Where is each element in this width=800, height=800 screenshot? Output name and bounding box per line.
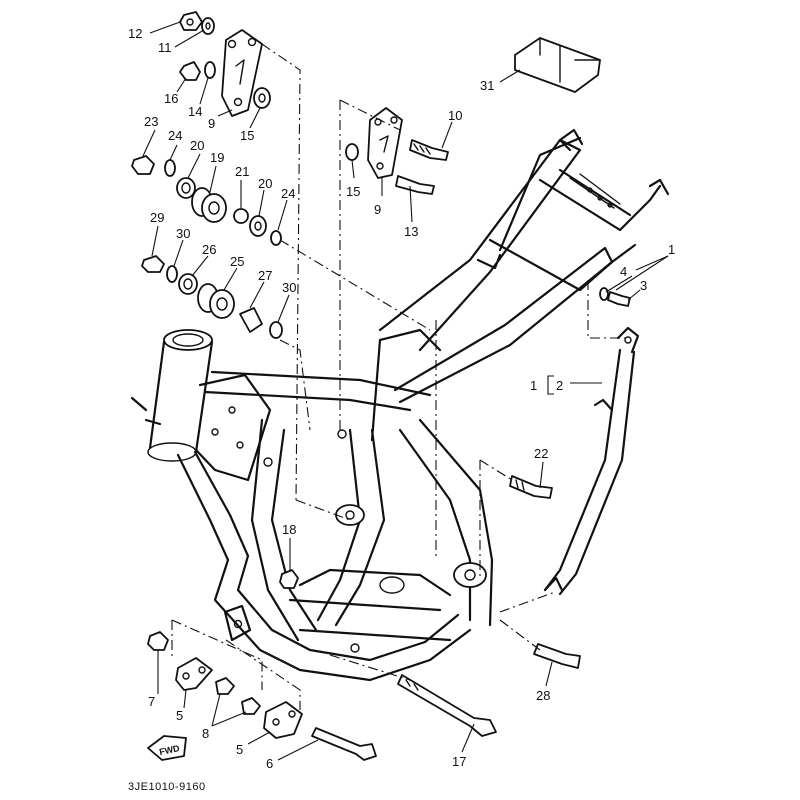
washer-15-right [345,143,359,161]
callout-1-lower: 1 [530,378,537,393]
callout-12: 12 [128,26,142,41]
callout-24-left: 24 [168,128,182,143]
washer-30-right [269,321,283,339]
callout-22: 22 [534,446,548,461]
bolt-22 [509,475,553,499]
callout-2: 2 [556,378,563,393]
callout-30-right: 30 [282,280,296,295]
callout-9-right: 9 [374,202,381,217]
callout-11: 11 [158,40,172,55]
callout-30-left: 30 [176,226,190,241]
callout-1-upper: 1 [668,242,675,257]
callout-25: 25 [230,254,244,269]
nut-12 [179,11,203,31]
callout-4: 4 [620,264,627,279]
mount-bracket-5-upper [175,657,213,691]
collar-21 [233,208,249,224]
collar-26 [178,273,198,295]
callout-3: 3 [640,278,647,293]
steering-head-bottom [147,442,197,462]
bolt-17 [397,674,497,737]
callout-28: 28 [536,688,550,703]
damper-25 [209,289,235,319]
bolt-8-upper [215,677,235,695]
washer-30-left [166,265,178,283]
nut-7 [147,631,169,651]
callout-16: 16 [164,91,178,106]
nut-23 [131,155,155,175]
callout-8: 8 [202,726,209,741]
callout-5-upper: 5 [176,708,183,723]
callout-15-left: 15 [240,128,254,143]
holder-part [514,37,601,93]
callout-29: 29 [150,210,164,225]
callout-17: 17 [452,754,466,769]
callout-20-left: 20 [190,138,204,153]
washer-15-left [253,87,271,109]
callout-15-right: 15 [346,184,360,199]
assembly-lines [171,43,628,710]
bolt-3 [607,291,631,307]
pivot-boss-right [453,562,487,588]
callout-20-right: 20 [258,176,272,191]
bolt-6 [311,727,377,761]
collar-20-left [176,177,196,199]
washer-14 [204,61,216,79]
forward-arrow-icon: FWD [147,735,187,761]
callout-13: 13 [404,224,418,239]
bolt-8-lower [241,697,261,715]
washer-24-right [270,230,282,246]
engine-bracket-left [221,29,263,117]
callout-19: 19 [210,150,224,165]
drawing-code: 3JE1010-9160 [128,781,206,793]
callout-9-left: 9 [208,116,215,131]
damper-19 [201,193,227,223]
washer-4 [599,287,609,301]
collar-27 [239,307,263,333]
rear-subframe-part [543,326,640,596]
callout-23: 23 [144,114,158,129]
callout-7: 7 [148,694,155,709]
callout-5-lower: 5 [236,742,243,757]
bolt-13 [395,175,435,195]
callout-24-right: 24 [281,186,295,201]
callout-14: 14 [188,104,202,119]
steering-head-top [163,329,213,351]
callout-27: 27 [258,268,272,283]
hardware-stack [131,11,609,739]
pivot-boss-left [335,504,365,526]
nut-16 [179,61,201,81]
callout-18: 18 [282,522,296,537]
fwd-label: FWD [158,743,181,757]
washer-24-left [164,159,176,177]
nut-18 [279,569,299,589]
callout-31: 31 [480,78,494,93]
bolt-10 [409,139,449,161]
bolt-28 [533,643,581,669]
leader-lines [142,21,669,761]
callout-6: 6 [266,756,273,771]
collar-20-right [249,215,267,237]
callout-21: 21 [235,164,249,179]
washer-11 [201,17,215,35]
nut-29 [141,255,165,273]
callout-numbers: 12 11 16 14 9 15 23 24 20 19 21 20 24 29… [128,26,675,771]
engine-bracket-right [367,107,403,179]
callout-10: 10 [448,108,462,123]
main-frame [130,128,670,682]
callout-26: 26 [202,242,216,257]
